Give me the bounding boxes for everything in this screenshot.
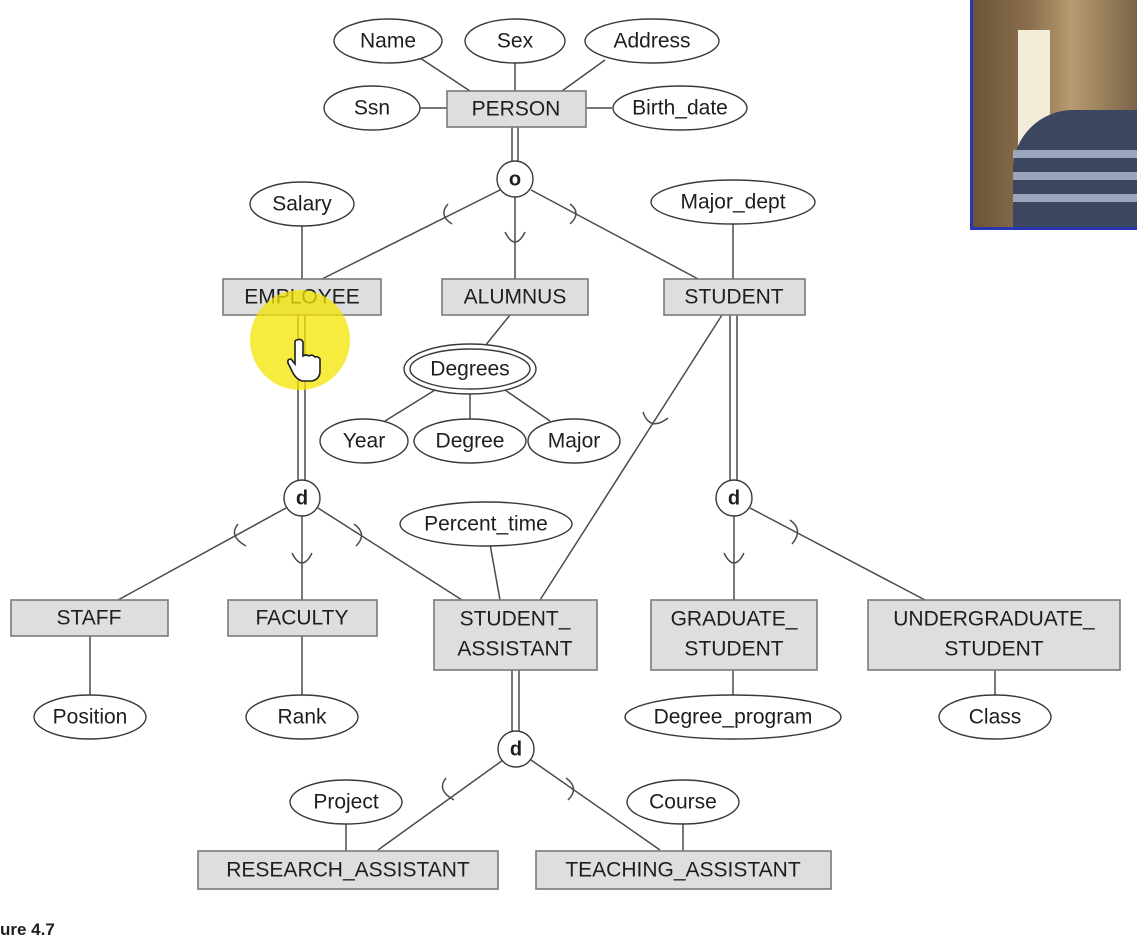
svg-text:Position: Position <box>53 706 128 729</box>
entity-research-assistant: RESEARCH_ASSISTANT <box>197 850 499 890</box>
webcam-overlay <box>970 0 1137 230</box>
entity-graduate-student: GRADUATE_ STUDENT <box>650 599 818 671</box>
webcam-shirt-stripe <box>1013 150 1137 158</box>
entity-alumnus: ALUMNUS <box>441 278 589 316</box>
entity-person: PERSON <box>446 90 587 128</box>
svg-text:Birth_date: Birth_date <box>632 97 728 120</box>
specialization-student-assistant-disjoint: d <box>497 730 535 768</box>
webcam-presenter <box>1013 110 1137 227</box>
svg-text:STUDENT_: STUDENT_ <box>460 608 571 631</box>
attr-project: Project <box>289 779 403 825</box>
svg-text:Ssn: Ssn <box>354 97 390 120</box>
svg-text:FACULTY: FACULTY <box>256 607 349 630</box>
svg-text:STUDENT: STUDENT <box>944 638 1043 661</box>
svg-text:STAFF: STAFF <box>57 607 122 630</box>
attr-course: Course <box>626 779 740 825</box>
svg-text:Year: Year <box>343 430 385 453</box>
svg-text:Degrees: Degrees <box>430 358 509 381</box>
svg-text:ASSISTANT: ASSISTANT <box>457 638 572 661</box>
svg-text:Address: Address <box>613 30 690 53</box>
entity-staff: STAFF <box>10 599 169 637</box>
svg-text:UNDERGRADUATE_: UNDERGRADUATE_ <box>893 608 1095 631</box>
attr-rank: Rank <box>245 694 359 740</box>
svg-text:o: o <box>509 168 521 190</box>
svg-text:d: d <box>728 487 740 509</box>
svg-text:STUDENT: STUDENT <box>684 286 783 309</box>
svg-text:Major: Major <box>548 430 601 453</box>
svg-text:Salary: Salary <box>272 193 332 216</box>
attr-class: Class <box>938 694 1052 740</box>
svg-text:STUDENT: STUDENT <box>684 638 783 661</box>
hand-pointer-icon <box>287 338 321 382</box>
svg-text:GRADUATE_: GRADUATE_ <box>671 608 798 631</box>
svg-text:d: d <box>296 487 308 509</box>
entity-teaching-assistant: TEACHING_ASSISTANT <box>535 850 832 890</box>
svg-text:ALUMNUS: ALUMNUS <box>464 286 567 309</box>
webcam-shirt-stripe <box>1013 172 1137 180</box>
attr-birth-date: Birth_date <box>612 85 748 131</box>
attr-degree: Degree <box>413 418 527 464</box>
svg-text:Project: Project <box>313 791 379 814</box>
svg-text:Percent_time: Percent_time <box>424 513 548 536</box>
attr-name: Name <box>333 18 443 64</box>
entity-faculty: FACULTY <box>227 599 378 637</box>
svg-text:Sex: Sex <box>497 30 534 53</box>
svg-text:RESEARCH_ASSISTANT: RESEARCH_ASSISTANT <box>226 859 470 882</box>
attr-address: Address <box>584 18 720 64</box>
figure-caption: ure 4.7 <box>0 920 55 939</box>
svg-text:Course: Course <box>649 791 717 814</box>
attr-degrees-multivalued: Degrees <box>403 343 537 395</box>
attr-ssn: Ssn <box>323 85 421 131</box>
entity-student-assistant: STUDENT_ ASSISTANT <box>433 599 598 671</box>
attr-salary: Salary <box>249 181 355 227</box>
entity-undergraduate-student: UNDERGRADUATE_ STUDENT <box>867 599 1121 671</box>
svg-text:TEACHING_ASSISTANT: TEACHING_ASSISTANT <box>565 859 800 882</box>
webcam-shirt-stripe <box>1013 194 1137 202</box>
svg-text:Degree: Degree <box>436 430 505 453</box>
entity-student: STUDENT <box>663 278 806 316</box>
svg-text:Name: Name <box>360 30 416 53</box>
svg-text:Class: Class <box>969 706 1022 729</box>
specialization-student-disjoint: d <box>715 479 753 517</box>
attr-degree-program: Degree_program <box>624 694 842 740</box>
svg-text:Degree_program: Degree_program <box>654 706 813 729</box>
svg-text:PERSON: PERSON <box>472 98 561 121</box>
svg-text:Rank: Rank <box>277 706 327 729</box>
specialization-employee-disjoint: d <box>283 479 321 517</box>
attr-sex: Sex <box>464 18 566 64</box>
attr-year: Year <box>319 418 409 464</box>
svg-text:Major_dept: Major_dept <box>680 191 785 214</box>
attr-major-dept: Major_dept <box>650 179 816 225</box>
attr-position: Position <box>33 694 147 740</box>
attr-percent-time: Percent_time <box>399 501 573 547</box>
attr-major: Major <box>527 418 621 464</box>
svg-text:d: d <box>510 738 522 760</box>
specialization-person-overlap: o <box>496 160 534 198</box>
